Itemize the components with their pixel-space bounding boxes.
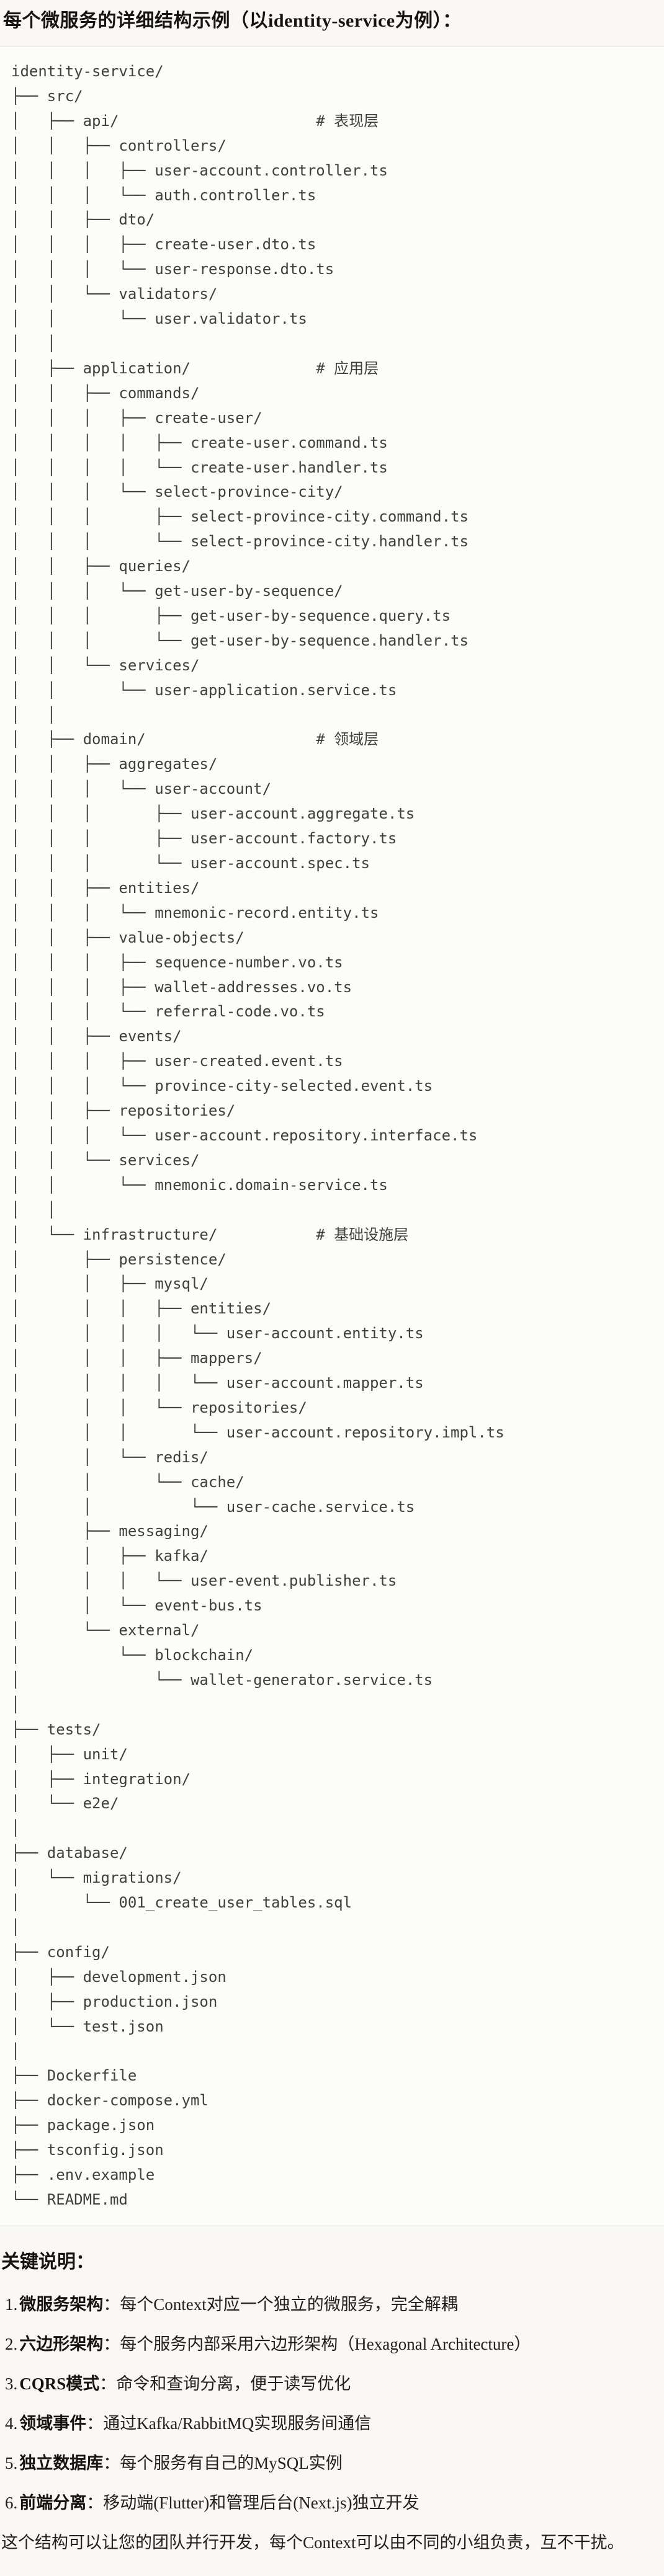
note-item-number: 2. [5,2334,18,2353]
note-item: 3.CQRS模式：命令和查询分离，便于读写优化 [5,2373,658,2395]
note-item: 5.独立数据库：每个服务有自己的MySQL实例 [5,2452,658,2474]
note-item: 2.六边形架构：每个服务内部采用六边形架构（Hexagonal Architec… [5,2333,658,2355]
closing-paragraph: 这个结构可以让您的团队并行开发，每个Context可以由不同的小组负责，互不干扰… [1,2533,624,2552]
note-item-number: 6. [5,2493,18,2512]
page-title: 每个微服务的详细结构示例（以identity-service为例）： [3,11,462,31]
note-item-text: ：每个服务有自己的MySQL实例 [103,2453,343,2472]
note-item-label: CQRS模式 [19,2374,100,2393]
note-item-number: 1. [5,2294,18,2314]
note-item-label: 微服务架构 [19,2294,104,2314]
note-item-text: ：命令和查询分离，便于读写优化 [99,2374,351,2393]
note-item-label: 领域事件 [19,2414,87,2433]
note-item-number: 3. [5,2374,18,2393]
note-item-text: ：通过Kafka/RabbitMQ实现服务间通信 [86,2414,372,2433]
note-item-text: ：每个服务内部采用六边形架构（Hexagonal Architecture） [103,2334,531,2353]
note-item-number: 4. [5,2414,18,2433]
note-item-text: ：移动端(Flutter)和管理后台(Next.js)独立开发 [86,2493,419,2512]
directory-tree-code-block: identity-service/ ├── src/ │ ├── api/ # … [0,46,664,2226]
note-item-text: ：每个Context对应一个独立的微服务，完全解耦 [103,2294,458,2314]
markdown-document: 每个微服务的详细结构示例（以identity-service为例）： ident… [0,9,664,2554]
note-item: 6.前端分离：移动端(Flutter)和管理后台(Next.js)独立开发 [5,2492,658,2514]
note-item: 4.领域事件：通过Kafka/RabbitMQ实现服务间通信 [5,2412,658,2435]
note-item-label: 六边形架构 [19,2334,104,2353]
note-item-label: 前端分离 [19,2493,87,2512]
note-item-label: 独立数据库 [19,2453,104,2472]
notes-heading: 关键说明： [1,2251,94,2272]
note-item-number: 5. [5,2453,18,2472]
note-item: 1.微服务架构：每个Context对应一个独立的微服务，完全解耦 [5,2293,658,2316]
key-notes-section: 关键说明： 1.微服务架构：每个Context对应一个独立的微服务，完全解耦 2… [0,2250,664,2554]
